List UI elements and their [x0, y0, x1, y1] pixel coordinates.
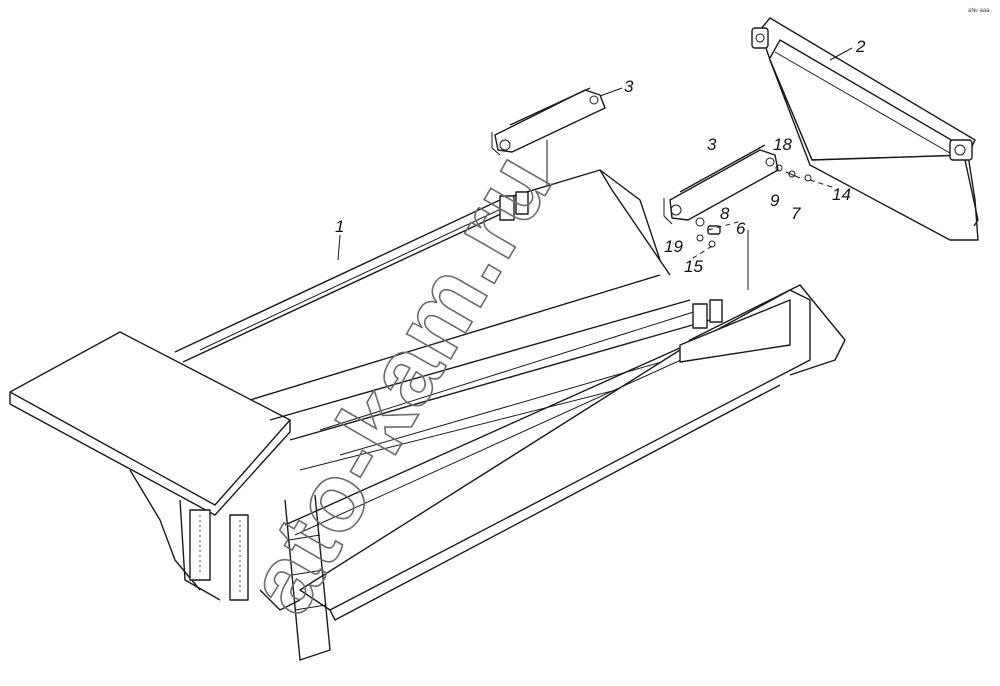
callout-8: 8: [720, 204, 730, 223]
callout-3-upper: 3: [624, 77, 634, 96]
callout-15: 15: [684, 257, 703, 276]
callout-18: 18: [773, 135, 792, 154]
tailgate-panel: [751, 17, 979, 241]
callout-3-lower: 3: [707, 135, 717, 154]
callout-14: 14: [832, 185, 851, 204]
callout-6: 6: [736, 219, 746, 238]
hinge-bracket-lower: [663, 144, 779, 225]
fasteners: [695, 164, 812, 248]
callout-7: 7: [791, 204, 801, 223]
corner-mark: а№ ааа: [968, 7, 990, 14]
hinge-bracket-upper: [491, 87, 606, 156]
dump-body: [9, 169, 846, 661]
callout-2: 2: [855, 37, 866, 56]
callout-1: 1: [335, 217, 344, 236]
callout-19: 19: [664, 237, 683, 256]
callout-9: 9: [770, 191, 780, 210]
